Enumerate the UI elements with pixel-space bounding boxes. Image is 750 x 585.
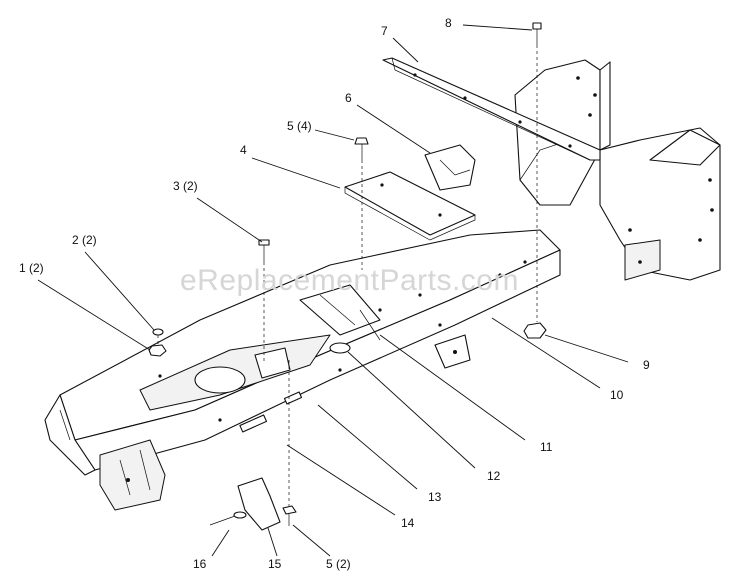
clamp-part-14 [254,347,291,379]
pivot-bracket-part-12 [329,342,351,354]
bolt-part-8 [532,22,542,45]
bolt-part-5-lower [282,505,297,526]
callout-11: 11 [540,440,553,454]
callout-6: 6 [345,91,352,105]
spacer-plate-part-15 [237,477,281,531]
front-drawbar [99,439,166,511]
lever-assembly-part-13 [299,284,381,336]
callout-15: 15 [268,557,282,571]
watermark-text: eReplacementParts.com [180,264,519,297]
callout-12: 12 [487,469,501,483]
callout-9: 9 [643,358,650,372]
flat-plate-part-4 [344,171,476,241]
lock-nut-part-9 [523,322,547,339]
bolt-part-5-upper [354,137,369,160]
mounting-bracket-part-6 [424,144,476,191]
callout-13: 13 [428,490,442,504]
callout-10: 10 [610,388,624,402]
callout-5-upper: 5 (4) [287,119,312,133]
leader-lines [37,24,629,557]
callout-2: 2 (2) [72,233,97,247]
hair-pin-part-16 [209,511,247,526]
callout-5-lower: 5 (2) [326,557,351,571]
rear-frame-upright [514,59,721,281]
angle-bracket-part-7 [382,57,601,161]
nut-part-1 [148,344,167,357]
callout-7: 7 [381,24,388,38]
callout-1: 1 (2) [19,261,44,275]
callout-8: 8 [445,16,452,30]
carriage-bolt-part-3 [258,239,270,262]
callout-3: 3 (2) [173,179,198,193]
alignment-lines [157,45,538,506]
callout-labels: 1 (2) 2 (2) 3 (2) 4 5 (4) 6 7 8 9 10 11 … [19,16,650,571]
link-rod-part-11 [359,309,381,341]
callout-16: 16 [193,557,207,571]
washer-part-2 [152,328,164,336]
callout-4: 4 [240,143,247,157]
main-frame-rail-part-10 [44,229,561,476]
rail-mount-tab [434,334,471,369]
callout-14: 14 [401,516,415,530]
